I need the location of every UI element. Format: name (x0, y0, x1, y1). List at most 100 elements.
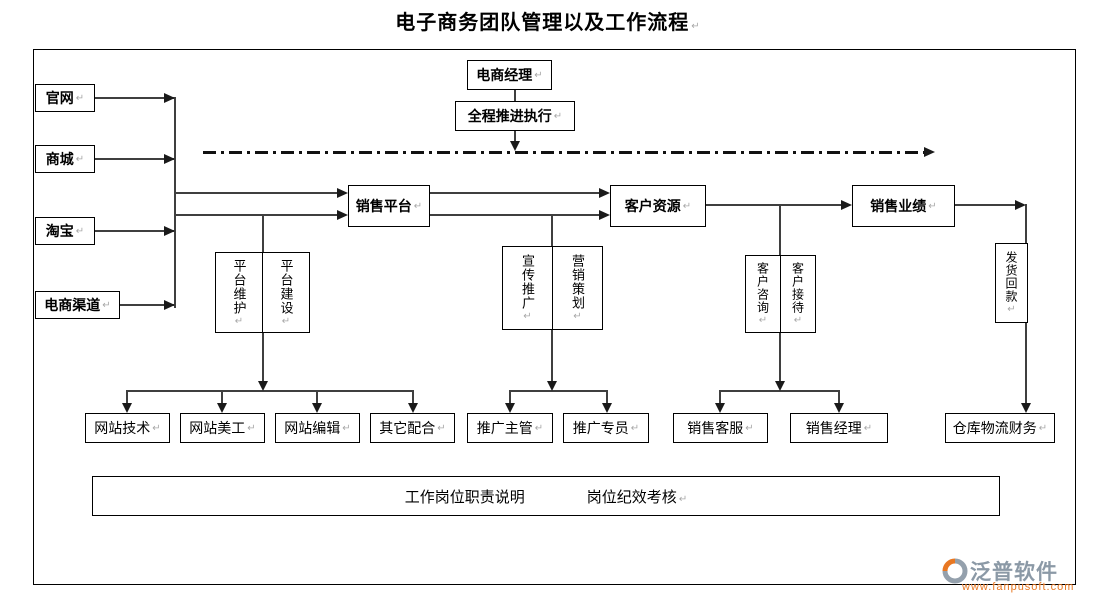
box-channel-ecommerce: 电商渠道↵ (35, 291, 120, 319)
label-platform-maintenance: 平台维护 (231, 258, 247, 315)
stub-7 (719, 390, 721, 404)
label-ecommerce-manager: 电商经理 (476, 69, 533, 84)
paragraph-mark: ↵ (757, 315, 769, 326)
stub-4 (412, 390, 414, 404)
paragraph-mark: ↵ (247, 422, 256, 434)
stub-5 (509, 390, 511, 404)
box-sales-performance: 销售业绩↵ (852, 185, 955, 227)
paragraph-mark: ↵ (691, 21, 700, 32)
stub-3 (316, 390, 318, 404)
box-marketing-planning: 营销策划↵ (552, 246, 603, 330)
paragraph-mark: ↵ (152, 422, 161, 434)
connector-qudao (120, 304, 174, 306)
box-sales-platform: 销售平台↵ (348, 185, 430, 227)
label-sales-manager: 销售经理 (805, 422, 862, 437)
paragraph-mark: ↵ (863, 422, 873, 434)
arrowhead-other (408, 403, 418, 413)
page-title: 电子商务团队管理以及工作流程↵ (0, 6, 1095, 35)
arrowhead-sales-customer-1 (599, 188, 610, 198)
label-web-edit: 网站编辑 (284, 422, 341, 437)
connector-guanwang (95, 97, 174, 99)
box-channel-official-site: 官网↵ (35, 84, 95, 112)
arrowhead-promo-super (505, 403, 515, 413)
footer-bar: 工作岗位职责说明 岗位纪效考核↵ (92, 476, 1000, 516)
box-platform-maintenance: 平台维护↵ (215, 252, 263, 333)
label-web-art: 网站美工 (189, 422, 246, 437)
box-channel-taobao: 淘宝↵ (35, 217, 95, 245)
paragraph-mark: ↵ (233, 315, 245, 327)
label-sales-cs: 销售客服 (687, 422, 744, 437)
distribution-line-service (719, 390, 840, 392)
connector-sales-customer-2 (430, 214, 601, 216)
box-customer-consulting: 客户咨询↵ (745, 255, 781, 333)
connector-perf-right (955, 204, 1016, 206)
label-assessment-wrap: 岗位纪效考核↵ (587, 486, 687, 507)
box-channel-mall: 商城↵ (35, 145, 95, 173)
box-sales-manager: 销售经理↵ (790, 413, 888, 443)
arrowhead-drop-promo (547, 381, 557, 391)
label-official-site: 官网 (45, 92, 74, 107)
arrowhead-drop-service (775, 381, 785, 391)
stub-2 (221, 390, 223, 404)
arrowhead-drop-platform (258, 381, 268, 391)
arrowhead-taobao (164, 226, 175, 236)
arrowhead-manager-down (510, 141, 520, 151)
arrowhead-bus-sales-1 (337, 188, 348, 198)
paragraph-mark: ↵ (75, 92, 85, 104)
arrowhead-sales-cs (715, 403, 725, 413)
arrowhead-perf-right (1015, 200, 1026, 210)
label-customer-consulting: 客户咨询 (755, 262, 770, 314)
arrowhead-sales-mgr (834, 403, 844, 413)
watermark-brand: 泛普软件 (970, 561, 1058, 584)
box-platform-construction: 平台建设↵ (262, 252, 310, 333)
label-assessment: 岗位纪效考核 (586, 489, 677, 506)
management-dashdot-line (203, 151, 925, 154)
arrowhead-web-edit (312, 403, 322, 413)
paragraph-mark: ↵ (630, 422, 640, 434)
connector-shangcheng (95, 158, 174, 160)
arrowhead-warehouse (1021, 403, 1031, 413)
paragraph-mark: ↵ (792, 315, 804, 326)
label-sales-performance: 销售业绩 (870, 200, 927, 215)
arrowhead-guanwang (164, 93, 175, 103)
arrowhead-shangcheng (164, 154, 175, 164)
paragraph-mark: ↵ (534, 422, 544, 434)
label-promo-supervisor: 推广主管 (476, 422, 533, 437)
stub-8 (838, 390, 840, 404)
paragraph-mark: ↵ (1038, 422, 1048, 434)
paragraph-mark: ↵ (342, 422, 351, 434)
label-promotion: 宣传推广 (520, 254, 535, 310)
label-duty-description: 工作岗位职责说明 (404, 489, 525, 506)
box-customer-reception: 客户接待↵ (780, 255, 816, 333)
arrowhead-sales-customer-2 (599, 210, 610, 220)
watermark: 泛普软件 (942, 556, 1058, 586)
label-platform-construction: 平台建设 (278, 258, 294, 315)
connector-taobao (95, 230, 174, 232)
paragraph-mark: ↵ (553, 110, 563, 122)
paragraph-mark: ↵ (75, 153, 85, 165)
label-customer-reception: 客户接待 (790, 262, 805, 314)
box-customer-resources: 客户资源↵ (610, 185, 706, 227)
box-other-support: 其它配合↵ (370, 413, 455, 443)
paragraph-mark: ↵ (102, 299, 111, 311)
connector-customer-perf (706, 204, 843, 206)
paragraph-mark: ↵ (928, 200, 937, 212)
paragraph-mark: ↵ (413, 200, 423, 212)
watermark-url: www.fanpusoft.com (962, 581, 1075, 593)
paragraph-mark: ↵ (522, 311, 533, 322)
paragraph-mark: ↵ (280, 315, 292, 327)
box-promotion: 宣传推广↵ (502, 246, 553, 330)
label-ecommerce-channel: 电商渠道 (44, 299, 101, 314)
fanpu-logo-icon (942, 558, 968, 584)
stub-6 (606, 390, 608, 404)
box-web-art: 网站美工↵ (180, 413, 265, 443)
paragraph-mark: ↵ (75, 225, 85, 237)
box-promo-supervisor: 推广主管↵ (467, 413, 553, 443)
box-full-execution: 全程推进执行↵ (455, 101, 575, 131)
box-ecommerce-manager: 电商经理↵ (467, 60, 552, 90)
box-warehouse-logistics: 仓库物流财务↵ (945, 413, 1055, 443)
arrowhead-bus-sales-2 (337, 210, 348, 220)
diagram-border (33, 49, 1076, 585)
connector-bus-sales-1 (174, 192, 339, 194)
